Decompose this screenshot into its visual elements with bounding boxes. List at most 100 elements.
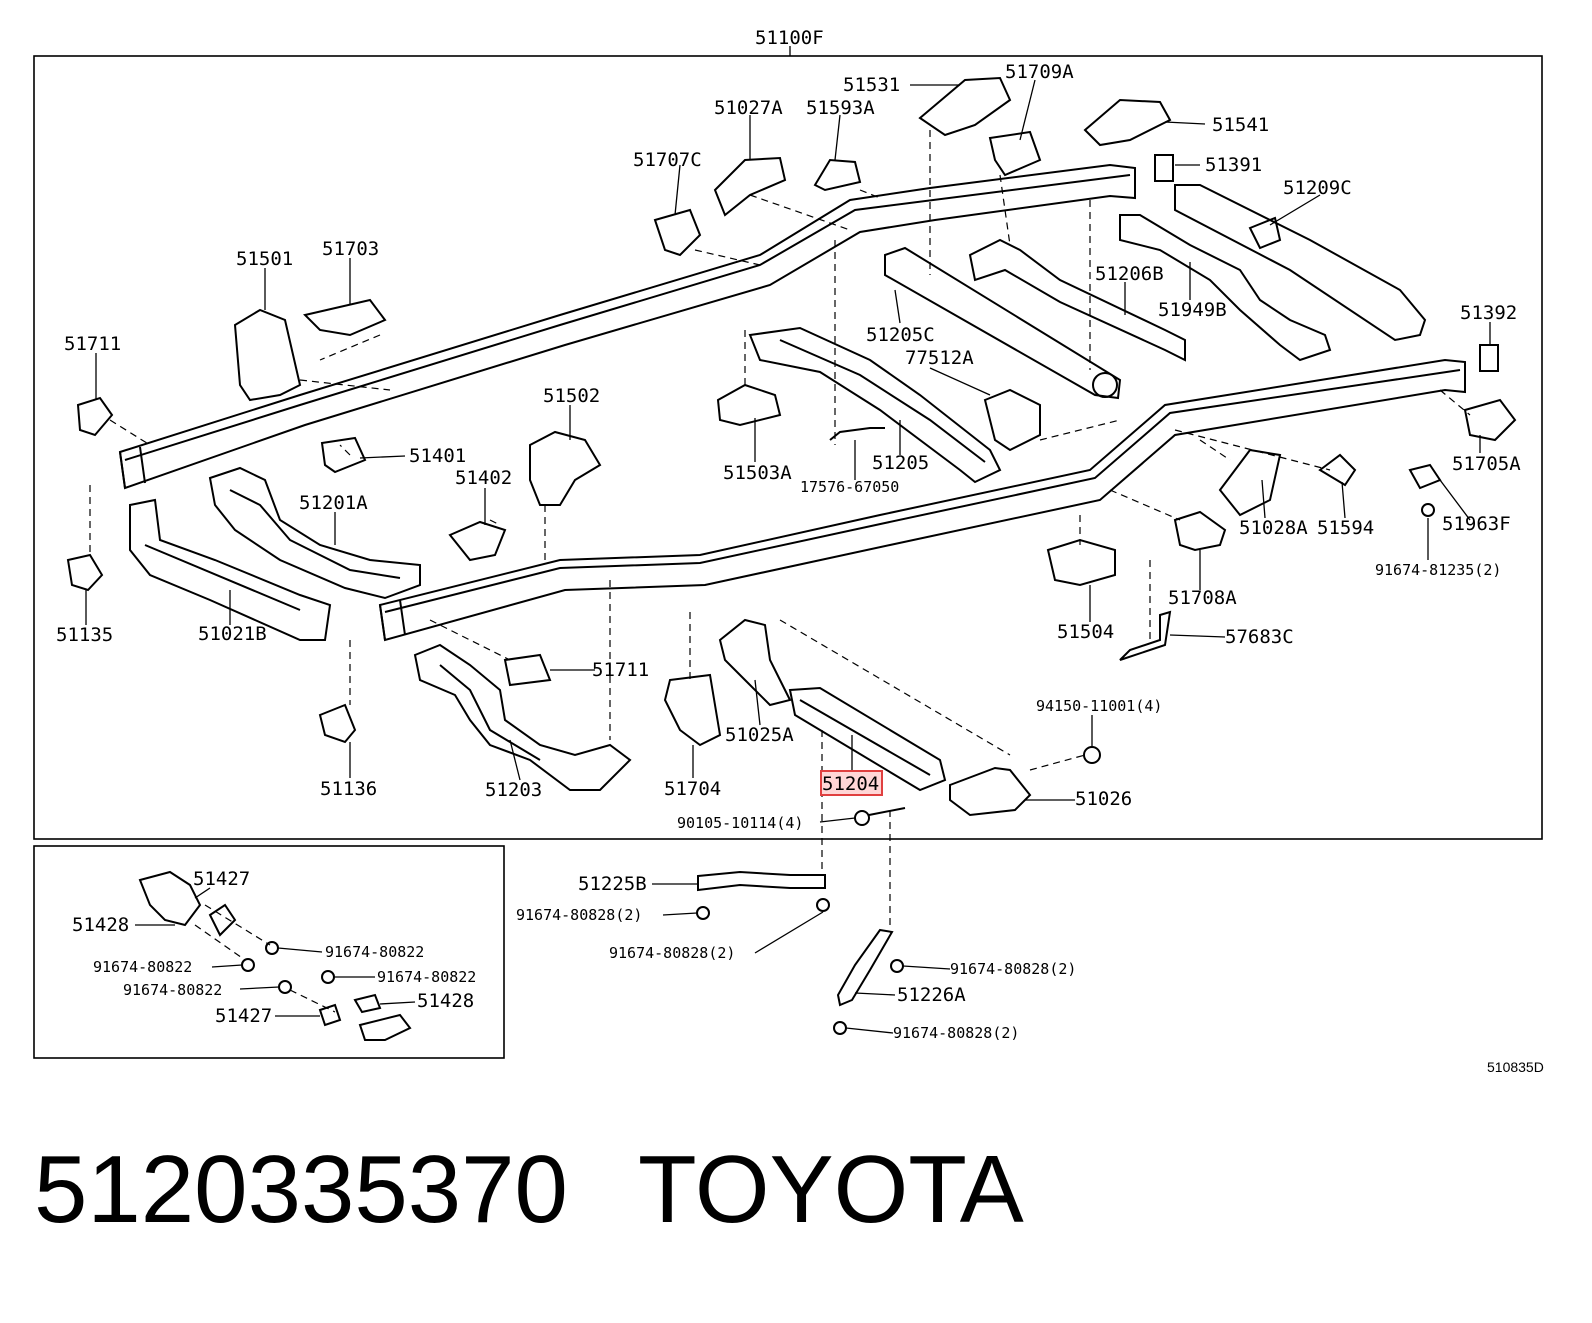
label-51205[interactable]: 51205 xyxy=(872,452,929,474)
label-51531[interactable]: 51531 xyxy=(843,74,900,96)
label-51021b[interactable]: 51021B xyxy=(198,623,267,645)
label-91674-81235[interactable]: 91674-81235(2) xyxy=(1375,561,1501,579)
label-51963f[interactable]: 51963F xyxy=(1442,513,1511,535)
label-51593a[interactable]: 51593A xyxy=(806,97,875,119)
label-assembly[interactable]: 51100F xyxy=(755,27,824,49)
bracket-51401 xyxy=(320,436,367,474)
label-51028a[interactable]: 51028A xyxy=(1239,517,1308,539)
bumper-51391 xyxy=(1154,154,1174,182)
label-51503a[interactable]: 51503A xyxy=(723,462,792,484)
part-number-caption: 5120335370 xyxy=(34,1136,568,1243)
bracket-77512a xyxy=(983,388,1041,452)
bracket-51026 xyxy=(949,766,1032,817)
inset-label-51427-top[interactable]: 51427 xyxy=(193,868,250,890)
label-51594[interactable]: 51594 xyxy=(1317,517,1374,539)
cross-member-51203 xyxy=(413,643,632,791)
label-51704[interactable]: 51704 xyxy=(664,778,721,800)
brace-51226a xyxy=(836,928,894,1007)
inset-label-91674-80822-c[interactable]: 91674-80822 xyxy=(377,968,476,986)
bracket-51709a xyxy=(988,130,1042,177)
bracket-51501 xyxy=(233,308,302,402)
bracket-51711-rear xyxy=(503,653,552,687)
label-51204[interactable]: 51204 xyxy=(822,773,879,795)
label-51225b[interactable]: 51225B xyxy=(578,873,647,895)
diagram-code: 510835D xyxy=(1487,1059,1544,1075)
label-51226a[interactable]: 51226A xyxy=(897,984,966,1006)
label-51205c[interactable]: 51205C xyxy=(866,324,935,346)
label-94150-11001[interactable]: 94150-11001(4) xyxy=(1036,697,1162,715)
label-51708a[interactable]: 51708A xyxy=(1168,587,1237,609)
brand-caption: TOYOTA xyxy=(638,1136,1024,1243)
label-51136[interactable]: 51136 xyxy=(320,778,377,800)
nut-94150-11001 xyxy=(1083,746,1101,764)
label-51206b[interactable]: 51206B xyxy=(1095,263,1164,285)
label-91674-80828-b[interactable]: 91674-80828(2) xyxy=(609,944,735,962)
label-17576-67050[interactable]: 17576-67050 xyxy=(800,478,899,496)
label-51201a[interactable]: 51201A xyxy=(299,492,368,514)
cross-member-51209c xyxy=(1174,184,1427,342)
label-51027a[interactable]: 51027A xyxy=(714,97,783,119)
label-51025a[interactable]: 51025A xyxy=(725,724,794,746)
label-90105-10114[interactable]: 90105-10114(4) xyxy=(677,814,803,832)
bracket-51705a xyxy=(1463,398,1517,442)
label-51711-front[interactable]: 51711 xyxy=(64,333,121,355)
inset-label-51428-left[interactable]: 51428 xyxy=(72,914,129,936)
bracket-51502 xyxy=(529,430,602,506)
inset-label-91674-80822-d[interactable]: 91674-80822 xyxy=(123,981,222,999)
inset-label-51428-right[interactable]: 51428 xyxy=(417,990,474,1012)
label-91674-80828-c[interactable]: 91674-80828(2) xyxy=(950,960,1076,978)
label-51392[interactable]: 51392 xyxy=(1460,302,1517,324)
label-51501[interactable]: 51501 xyxy=(236,248,293,270)
bracket-51704 xyxy=(663,673,722,747)
bracket-51703 xyxy=(303,298,387,337)
highlight-box-51204 xyxy=(820,770,883,796)
label-51135[interactable]: 51135 xyxy=(56,624,113,646)
label-51705a[interactable]: 51705A xyxy=(1452,453,1521,475)
label-91674-80828-a[interactable]: 91674-80828(2) xyxy=(516,906,642,924)
label-51703[interactable]: 51703 xyxy=(322,238,379,260)
label-51707c[interactable]: 51707C xyxy=(633,149,702,171)
label-51711-rear[interactable]: 51711 xyxy=(592,659,649,681)
bolt-91674-81235 xyxy=(1421,503,1435,517)
bracket-51593a xyxy=(813,158,862,192)
label-51541[interactable]: 51541 xyxy=(1212,114,1269,136)
label-51209c[interactable]: 51209C xyxy=(1283,177,1352,199)
label-51401[interactable]: 51401 xyxy=(409,445,466,467)
label-51026[interactable]: 51026 xyxy=(1075,788,1132,810)
inset-label-51427-bottom[interactable]: 51427 xyxy=(215,1005,272,1027)
label-77512a[interactable]: 77512A xyxy=(905,347,974,369)
lower-side-rail xyxy=(378,358,1466,642)
bracket-51504 xyxy=(1046,538,1116,587)
inset-bolt-b xyxy=(241,958,255,972)
cross-member-51204 xyxy=(788,686,947,792)
label-91674-80828-d[interactable]: 91674-80828(2) xyxy=(893,1024,1019,1042)
bumper-51392 xyxy=(1479,344,1499,372)
bracket-51028a xyxy=(1218,448,1282,517)
label-51391[interactable]: 51391 xyxy=(1205,154,1262,176)
leader-lines xyxy=(85,79,1491,1034)
bracket-51708a xyxy=(1173,510,1227,552)
label-51203[interactable]: 51203 xyxy=(485,779,542,801)
label-51504[interactable]: 51504 xyxy=(1057,621,1114,643)
bolt-91674-80828-c xyxy=(890,959,904,973)
inset-bolt-d xyxy=(278,980,292,994)
assembly-lines xyxy=(89,130,1471,1013)
bracket-51027a xyxy=(713,156,787,217)
label-57683c[interactable]: 57683C xyxy=(1225,626,1294,648)
upper-side-rail xyxy=(118,163,1136,490)
cross-member-51949b xyxy=(1119,214,1332,362)
inset-label-91674-80822-b[interactable]: 91674-80822 xyxy=(93,958,192,976)
label-51502[interactable]: 51502 xyxy=(543,385,600,407)
label-51402[interactable]: 51402 xyxy=(455,467,512,489)
bracket-51963f xyxy=(1408,463,1442,490)
bracket-51025a xyxy=(718,618,792,707)
bracket-51503a xyxy=(716,383,782,427)
bolt-90105-10114 xyxy=(854,807,906,826)
inset-label-91674-80822-a[interactable]: 91674-80822 xyxy=(325,943,424,961)
label-51949b[interactable]: 51949B xyxy=(1158,299,1227,321)
bracket-51136 xyxy=(318,703,357,744)
bolt-91674-80828-d xyxy=(833,1021,847,1035)
label-51709a[interactable]: 51709A xyxy=(1005,61,1074,83)
